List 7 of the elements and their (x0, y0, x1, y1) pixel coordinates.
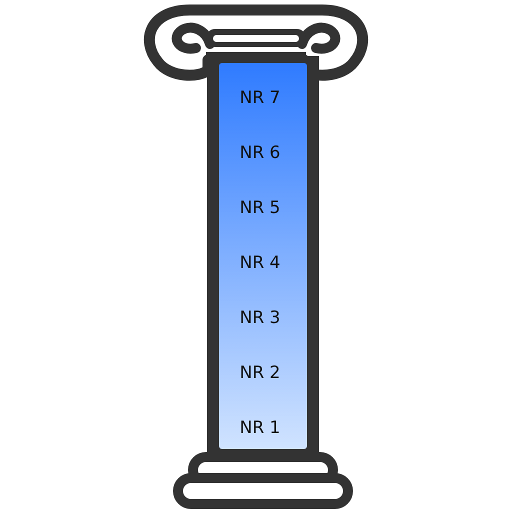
level-label: NR 3 (240, 308, 280, 328)
level-label: NR 7 (240, 88, 280, 108)
level-label: NR 6 (240, 143, 280, 163)
level-label: NR 1 (240, 418, 280, 438)
level-label: NR 2 (240, 363, 280, 383)
level-label: NR 4 (240, 253, 280, 273)
level-label: NR 5 (240, 198, 280, 218)
